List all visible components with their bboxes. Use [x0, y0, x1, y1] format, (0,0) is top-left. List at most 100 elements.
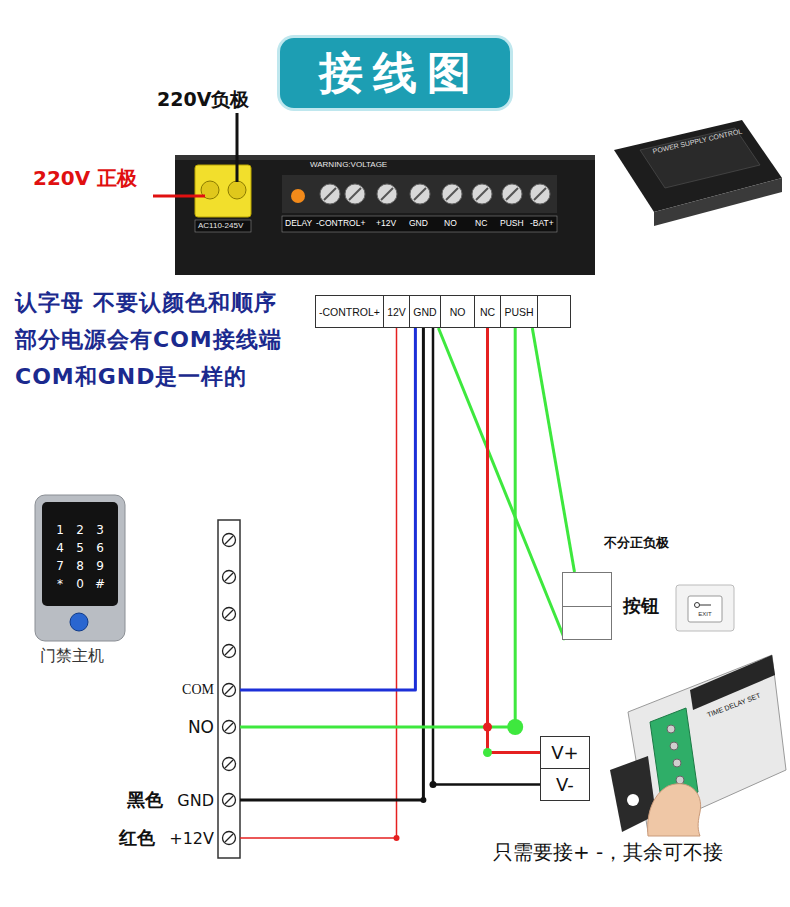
terminal-cell: PUSH [500, 295, 538, 328]
terminal-label-strip [282, 216, 557, 232]
strip-screw-slot [225, 760, 233, 768]
strip-screw [223, 608, 236, 621]
keypad-key: 8 [76, 559, 84, 573]
terminal-screw [377, 184, 397, 204]
strip-screw [223, 534, 236, 547]
button-divider [563, 606, 611, 607]
strip-screw [223, 758, 236, 771]
wire-color-label: 黑色 [127, 788, 163, 812]
fingerprint-reader [70, 613, 88, 631]
module-screw [667, 725, 675, 733]
terminal-block [282, 175, 557, 213]
terminal-screw [410, 184, 430, 204]
board-marking: WARNING:VOLTAGE [310, 160, 387, 170]
terminal-name: -CONTROL+ [319, 306, 380, 318]
strip-screw [223, 684, 236, 697]
terminal-name: COM [182, 682, 214, 698]
exit-button-key [688, 596, 722, 622]
wiring-note: 部分电源会有COM接线端 COM和GND是一样的 [15, 321, 315, 395]
strip-screw-slot [225, 647, 233, 655]
terminal-strip [218, 520, 240, 858]
keypad-key: 0 [76, 577, 84, 591]
screw-slot [324, 188, 336, 200]
polarity-label: 220V负极 [157, 88, 249, 111]
polarity-note: 不分正负极 [604, 535, 669, 551]
board-terminal-marking: DELAY [285, 218, 312, 228]
exit-button-plate [676, 585, 734, 631]
terminal-name: GND [177, 791, 214, 810]
terminal-screw [320, 184, 340, 204]
terminal-screw [530, 184, 550, 204]
keypad-key: 7 [56, 559, 64, 573]
ac-label-strip [195, 220, 251, 232]
green-wire [240, 328, 515, 727]
title-banner: 接线图 [280, 38, 510, 108]
terminal-name: GND [413, 306, 436, 318]
terminal-name: V+ [551, 742, 578, 763]
strip-screw-slot [225, 610, 233, 618]
junction-dot [394, 835, 400, 841]
title-text: 接线图 [309, 44, 481, 103]
power-input-box: V+ [540, 736, 590, 769]
wiring-note: 认字母 不要认颜色和顺序 [15, 284, 277, 321]
keypad-key: 3 [96, 523, 104, 537]
screw-slot [476, 188, 488, 200]
keypad-key: # [95, 577, 105, 591]
board-marking: AC110-245V [198, 221, 243, 231]
black-wire [240, 328, 423, 800]
ac-terminal-block [195, 165, 251, 217]
module-screw [673, 759, 681, 767]
bracket-hole [627, 794, 639, 806]
board-terminal-marking: -CONTROL+ [316, 218, 365, 228]
strip-screw-slot [225, 536, 233, 544]
strip-screw-slot [225, 686, 233, 694]
strip-screw-slot [225, 796, 233, 804]
strip-screw [223, 794, 236, 807]
strip-screw-slot [225, 573, 233, 581]
button-label: 按钮 [623, 594, 659, 618]
power-input-box: V- [540, 768, 590, 801]
strip-screw [223, 571, 236, 584]
polarity-label: 220V 正极 [33, 166, 137, 190]
terminal-screw [442, 184, 462, 204]
junction-dot [483, 748, 492, 757]
board-terminal-marking: PUSH [500, 218, 524, 228]
board-terminal-marking: GND [409, 218, 428, 228]
exit-button-box: 按钮 [562, 572, 612, 640]
key-icon [695, 603, 700, 608]
keypad-key: 4 [56, 541, 64, 555]
blue-wire [240, 328, 415, 690]
terminal-screw [472, 184, 492, 204]
screw-slot [534, 188, 546, 200]
junction-dot [507, 719, 523, 735]
terminal-name: V- [556, 774, 574, 795]
terminal-cell: -CONTROL+ [315, 295, 384, 328]
strip-screw [223, 721, 236, 734]
keypad-key: * [57, 577, 63, 591]
junction-dot [483, 723, 492, 732]
keypad-key: 9 [96, 559, 104, 573]
strip-screw [223, 645, 236, 658]
terminal-name: +12V [169, 829, 214, 848]
live-wire-pointer [153, 195, 205, 198]
terminal-name: PUSH [504, 306, 533, 318]
terminal-cell: 12V [383, 295, 410, 328]
terminal-name: NC [480, 306, 495, 318]
module-screw [670, 742, 678, 750]
wire-color-label: 红色 [119, 826, 155, 850]
delay-led [291, 189, 305, 203]
green-wire [438, 328, 565, 640]
junction-dot [430, 781, 437, 788]
keypad-key: 5 [76, 541, 84, 555]
keypad-panel [42, 502, 118, 606]
terminal-screw [345, 184, 365, 204]
controller-terminal: 黑色 GND [127, 787, 240, 813]
controller-terminal: 红色 +12V [119, 825, 240, 851]
junction-dot [420, 797, 426, 803]
terminal-name: NO [188, 717, 214, 737]
strip-screw-slot [225, 834, 233, 842]
strip-screw-slot [225, 723, 233, 731]
neutral-wire-pointer [236, 113, 239, 182]
